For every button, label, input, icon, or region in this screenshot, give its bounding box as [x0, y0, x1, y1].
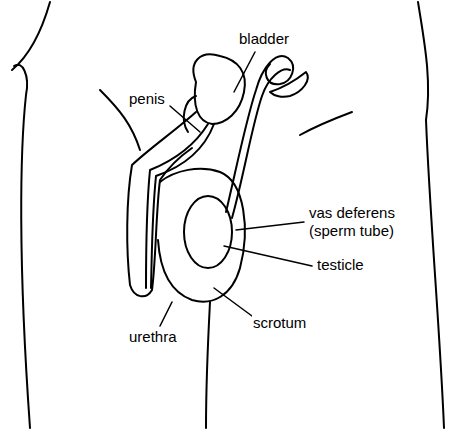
- seminal-vesicle: [270, 72, 308, 97]
- part-label: penis: [128, 90, 166, 108]
- part-label: vas deferens (sperm tube): [308, 204, 402, 240]
- part-label: bladder: [238, 30, 290, 48]
- right-thigh-line: [206, 302, 210, 428]
- leader-line: [214, 288, 252, 316]
- hip-crease: [300, 112, 352, 135]
- penis-shape: [127, 112, 196, 296]
- leader-line: [224, 246, 312, 266]
- leader-line: [234, 52, 255, 92]
- leader-line: [170, 106, 200, 132]
- vas-deferens-tube: [232, 69, 290, 218]
- testicle-shape: [184, 196, 232, 268]
- part-label: scrotum: [252, 314, 307, 332]
- left-hip-outline: [12, 2, 50, 428]
- part-label: urethra: [128, 328, 178, 346]
- leader-line: [236, 222, 304, 230]
- vas-deferens-tube: [226, 56, 293, 212]
- urethra-tube: [151, 124, 214, 288]
- right-hip-outline: [418, 2, 444, 428]
- part-label: testicle: [316, 256, 365, 274]
- leader-line: [160, 302, 172, 326]
- bladder-shape: [193, 54, 244, 124]
